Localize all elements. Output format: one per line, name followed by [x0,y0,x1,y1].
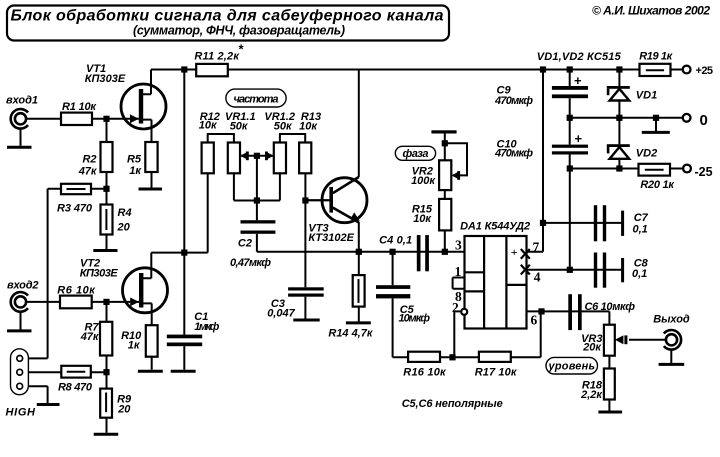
svg-text:20: 20 [117,222,131,234]
svg-text:6: 6 [531,313,538,328]
svg-text:+: + [574,73,582,88]
svg-text:+: + [575,131,583,146]
svg-text:R20 1к: R20 1к [640,179,675,191]
svg-text:C4 0,1: C4 0,1 [379,235,412,247]
svg-text:20к: 20к [582,342,602,354]
svg-text:0,1: 0,1 [632,268,647,280]
svg-text:VR1.1: VR1.1 [225,111,256,123]
svg-text:R6 10к: R6 10к [57,285,96,297]
svg-text:VT1: VT1 [86,63,106,75]
svg-text:R13: R13 [301,111,321,123]
svg-text:R1 10к: R1 10к [62,101,97,113]
svg-text:VR3: VR3 [581,333,602,345]
svg-text:2: 2 [452,300,459,315]
svg-text:47к: 47к [80,331,100,343]
svg-text:8: 8 [455,289,462,304]
svg-text:R19 1к: R19 1к [639,51,673,63]
svg-text:R7: R7 [84,322,99,334]
svg-text:R8 470: R8 470 [58,382,93,394]
svg-text:R3 470: R3 470 [57,203,93,215]
svg-text:50к: 50к [274,120,293,132]
svg-text:R18: R18 [582,380,603,392]
svg-text:C2: C2 [238,238,252,250]
svg-text:0,1: 0,1 [633,223,648,235]
svg-text:КП303Е: КП303Е [85,73,126,85]
svg-text:C5: C5 [400,304,415,316]
svg-text:C8: C8 [634,258,649,270]
svg-text:(сумматор, ФНЧ, фазовращатель): (сумматор, ФНЧ, фазовращатель) [133,24,345,38]
svg-text:уровень: уровень [548,360,596,372]
svg-text:Блок обработки сигнала для саб: Блок обработки сигнала для сабеуферного … [11,8,444,25]
svg-text:VD1: VD1 [636,90,657,102]
svg-text:фаза: фаза [403,148,429,160]
svg-text:470мкф: 470мкф [494,148,533,160]
svg-text:-25: -25 [695,165,713,179]
svg-text:C7: C7 [634,212,649,224]
svg-text:C9: C9 [497,85,512,97]
svg-text:10мкф: 10мкф [399,313,431,325]
svg-text:VR1.2: VR1.2 [264,111,295,123]
svg-text:VT2: VT2 [80,258,100,270]
svg-text:R2: R2 [82,154,96,166]
svg-text:C3: C3 [271,298,285,310]
svg-text:C1: C1 [194,311,208,323]
svg-text:HIGH: HIGH [6,407,37,419]
svg-text:КП303Е: КП303Е [80,268,119,280]
svg-text:частота: частота [234,94,279,106]
svg-text:С5,С6 неполярные: С5,С6 неполярные [402,398,503,410]
svg-text:10к: 10к [413,213,432,225]
svg-text:+25: +25 [696,65,714,77]
svg-text:VR2: VR2 [412,166,433,178]
svg-text:0,47мкф: 0,47мкф [230,257,271,269]
svg-text:вход2: вход2 [7,280,39,292]
svg-text:100к: 100к [411,175,436,187]
svg-text:Выход: Выход [653,314,690,326]
svg-text:10к: 10к [199,120,218,132]
svg-text:7: 7 [533,239,540,254]
svg-text:1: 1 [455,264,462,279]
svg-text:© А.И. Шихатов 2002: © А.И. Шихатов 2002 [592,4,710,18]
svg-text:*: * [238,42,244,57]
svg-text:50к: 50к [230,120,249,132]
svg-text:2,2к: 2,2к [580,389,603,401]
svg-text:0,047: 0,047 [267,308,295,320]
svg-text:R4: R4 [118,207,132,219]
svg-text:1к: 1к [128,340,141,352]
svg-text:R9: R9 [117,394,132,406]
svg-text:VT3: VT3 [308,223,328,235]
svg-text:КТ3102Е: КТ3102Е [308,232,354,244]
svg-text:R14 4,7к: R14 4,7к [328,328,373,340]
svg-text:VD1,VD2 КС515: VD1,VD2 КС515 [537,51,622,63]
svg-text:0: 0 [700,112,708,129]
svg-text:R15: R15 [412,204,433,216]
svg-text:C6 10мкф: C6 10мкф [585,301,636,313]
svg-text:R17 10к: R17 10к [475,367,518,379]
svg-text:1к: 1к [129,165,142,177]
svg-text:DA1 К544УД2: DA1 К544УД2 [460,221,530,233]
svg-text:4: 4 [534,270,541,285]
svg-text:47к: 47к [78,166,98,178]
svg-text:10к: 10к [299,120,318,132]
svg-text:R12: R12 [200,111,220,123]
svg-text:C10: C10 [497,139,518,151]
svg-text:470мкф: 470мкф [494,95,533,107]
svg-text:R10: R10 [121,330,142,342]
svg-text:вход1: вход1 [6,95,38,107]
svg-text:3: 3 [455,238,462,253]
svg-text:1мкф: 1мкф [194,321,219,333]
svg-text:+: + [511,245,518,259]
svg-text:R16 10к: R16 10к [403,367,447,379]
svg-text:R5: R5 [127,154,142,166]
svg-text:VD2: VD2 [636,147,657,159]
svg-text:R11 2,2к: R11 2,2к [194,51,240,63]
svg-text:20: 20 [117,403,131,415]
